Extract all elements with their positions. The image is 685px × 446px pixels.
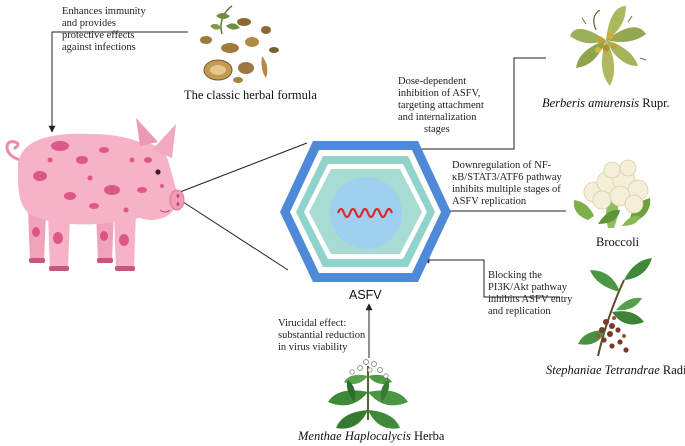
pig-hoof xyxy=(29,258,45,263)
stephaniae-illustration xyxy=(578,258,652,357)
pig-spots xyxy=(32,141,164,246)
pig-connector-upper xyxy=(179,142,308,193)
asfv-label: ASFV xyxy=(349,288,382,302)
pig-hoof xyxy=(49,266,69,271)
asfv-label-text: ASFV xyxy=(349,288,382,302)
berberis-label: Berberis amurensis Rupr. xyxy=(542,96,670,111)
menthae-effect-text: Virucidal effect: substantial reduction … xyxy=(278,318,388,354)
broccoli-name: Broccoli xyxy=(596,235,640,249)
pig-hoof xyxy=(97,258,113,263)
pig-eye xyxy=(155,169,161,175)
text-line: in virus viability xyxy=(278,342,348,353)
pig-illustration xyxy=(5,118,185,271)
berberis-name-suffix: Rupr. xyxy=(639,96,670,110)
arrow-berberis-to-asfv xyxy=(401,57,546,153)
pig-mouth xyxy=(159,209,171,213)
berberis-illustration xyxy=(570,6,647,86)
menthae-name-italic: Menthae Haplocalycis xyxy=(298,429,411,443)
text-line: PI3K/Akt pathway xyxy=(488,282,568,293)
text-line: targeting attachment xyxy=(398,100,484,111)
text-line: substantial reduction xyxy=(278,330,366,341)
berberis-name-italic: Berberis amurensis xyxy=(542,96,640,110)
berberis-effect-text: Dose-dependent inhibition of ASFV, targe… xyxy=(398,76,516,136)
pig-head xyxy=(122,142,178,220)
text-line: and internalization xyxy=(398,112,477,123)
arrow-herbal-to-pig xyxy=(48,31,188,133)
herbal-formula-illustration xyxy=(200,5,279,83)
pig-ear-front xyxy=(152,124,176,158)
menthae-name-suffix: Herba xyxy=(410,429,445,443)
pig-hoof xyxy=(115,266,135,271)
pig-tail xyxy=(5,140,22,162)
stephaniae-effect-text: Blocking the PI3K/Akt pathway inhibits A… xyxy=(488,270,588,318)
text-line: Virucidal effect: xyxy=(278,318,347,329)
menthae-illustration xyxy=(328,359,408,429)
pig-nostril xyxy=(176,194,180,198)
pig-nostril xyxy=(176,202,180,206)
pig-connector-lower xyxy=(179,199,289,271)
stephaniae-name-suffix: Radix xyxy=(662,363,685,377)
herbal-formula-label: The classic herbal formula xyxy=(184,88,317,103)
stephaniae-label: Stephaniae Tetrandrae Radix xyxy=(546,363,685,378)
text-line: against infections xyxy=(62,42,136,53)
text-line: inhibits ASFV entry xyxy=(488,294,573,305)
text-line: stages xyxy=(424,124,450,135)
text-line: inhibits multiple stages of xyxy=(452,184,561,195)
text-line: and provides xyxy=(62,18,116,29)
text-line: ASFV replication xyxy=(452,196,527,207)
text-line: Downregulation of NF- xyxy=(452,160,552,171)
text-line: protective effects xyxy=(62,30,135,41)
arrow-stephaniae-to-asfv xyxy=(422,256,560,298)
text-line: and replication xyxy=(488,306,551,317)
broccoli-effect-text: Downregulation of NF- κB/STAT3/ATF6 path… xyxy=(452,160,592,208)
text-line: Dose-dependent xyxy=(398,76,467,87)
pig-snout xyxy=(169,189,185,211)
text-line: Enhances immunity xyxy=(62,6,146,17)
broccoli-illustration xyxy=(573,159,651,228)
herbal-effect-text: Enhances immunity and provides protectiv… xyxy=(62,6,174,54)
asfv-virus xyxy=(280,141,451,282)
asfv-dna-genome xyxy=(336,207,394,219)
herbal-formula-name: The classic herbal formula xyxy=(184,88,317,102)
pig-ear-back xyxy=(136,118,158,146)
stephaniae-name-italic: Stephaniae Tetrandrae xyxy=(546,363,660,377)
menthae-label: Menthae Haplocalycis Herba xyxy=(298,429,444,444)
broccoli-label: Broccoli xyxy=(596,235,639,250)
text-line: Blocking the xyxy=(488,270,542,281)
asfv-nucleoid xyxy=(330,177,402,249)
text-line: κB/STAT3/ATF6 pathway xyxy=(452,172,562,183)
text-line: inhibition of ASFV, xyxy=(398,88,481,99)
